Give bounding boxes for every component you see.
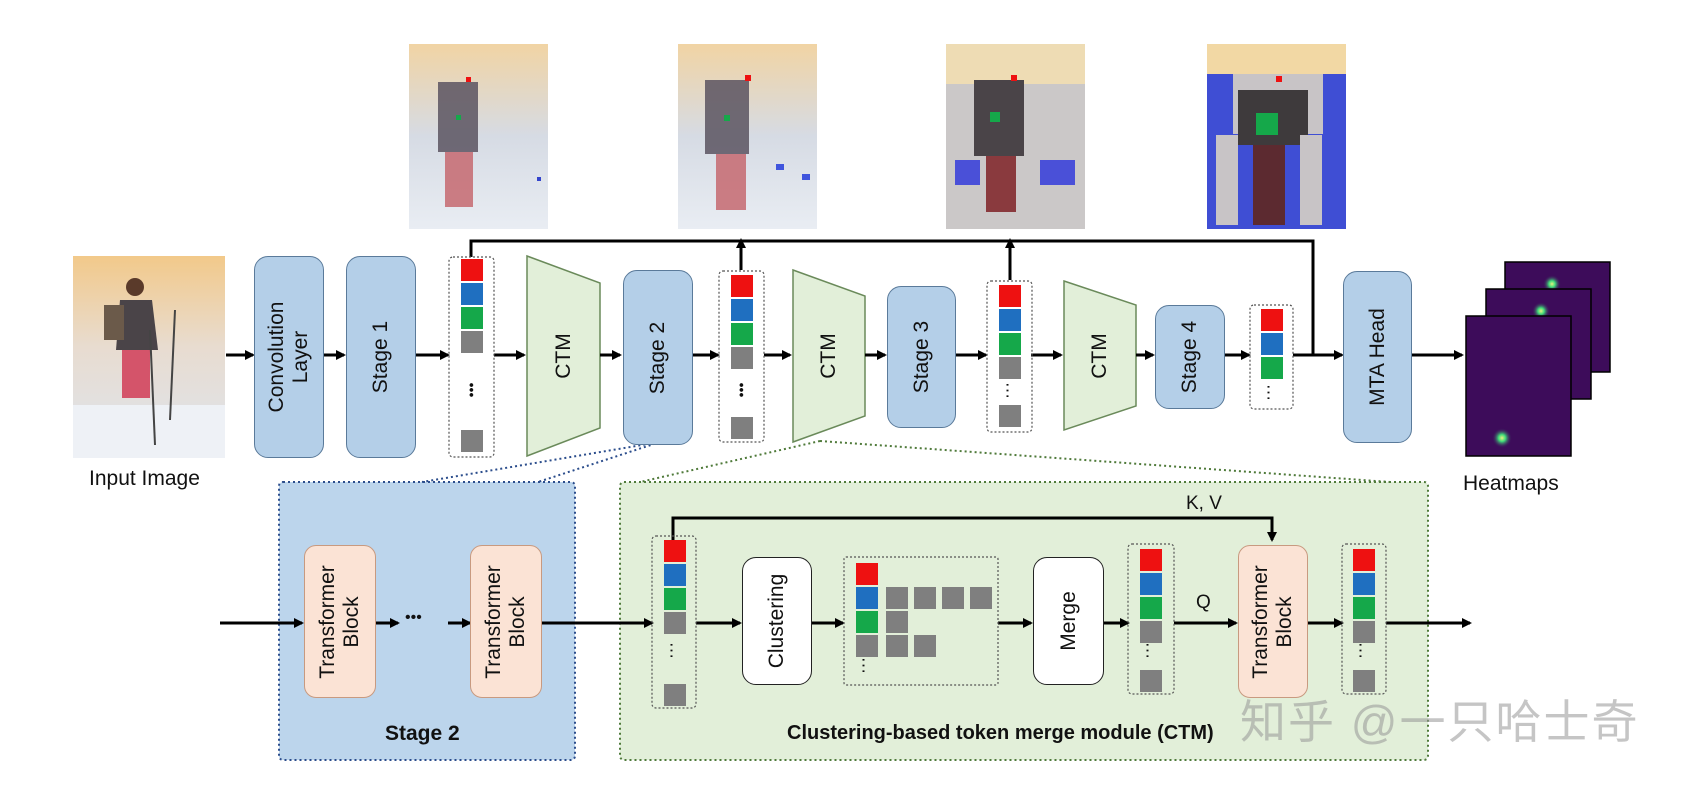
- tb3-line2: Block: [1273, 595, 1296, 648]
- tokens-b1-ellipsis: …: [666, 641, 687, 660]
- tb1-line1: Transformer: [316, 564, 339, 679]
- kv-connection: [671, 516, 1277, 542]
- grid-ellipsis: …: [858, 656, 879, 675]
- mta-head-box: MTA Head: [1343, 271, 1412, 443]
- conv-label-line1: Convolution: [265, 301, 288, 413]
- tokens-b3-ellipsis: …: [1355, 641, 1376, 660]
- stage1-label: Stage 1: [369, 320, 392, 394]
- ctm-trapezoid-2: [792, 268, 866, 444]
- clustering-box: Clustering: [742, 557, 812, 685]
- ctm-panel-title: Clustering-based token merge module (CTM…: [787, 722, 1214, 744]
- ctm3-label-wrap: CTM: [1064, 281, 1136, 430]
- token-viz-2: [678, 44, 817, 229]
- input-image: [73, 256, 225, 458]
- merge-label: Merge: [1056, 591, 1080, 651]
- stage2-panel-title: Stage 2: [385, 722, 460, 745]
- ctm-trapezoid-1: [526, 254, 601, 458]
- watermark: 知乎 @一只哈士奇: [1240, 696, 1640, 748]
- token-viz-1: [409, 44, 548, 229]
- ctm-trapezoid-3: [1063, 279, 1137, 432]
- stage4-box: Stage 4: [1155, 305, 1225, 409]
- ctm2-label: CTM: [817, 333, 840, 379]
- token-column-b2: [1127, 543, 1175, 695]
- token-column-1: [448, 256, 495, 458]
- merge-box: Merge: [1033, 557, 1104, 685]
- convolution-layer-box: Convolution Layer: [254, 256, 324, 458]
- heatmap-stack: [1465, 261, 1611, 457]
- clustering-label: Clustering: [765, 573, 788, 669]
- conv-label-line2: Layer: [289, 330, 312, 384]
- tb3-line1: Transformer: [1249, 564, 1272, 679]
- token-column-3: [986, 280, 1033, 433]
- token-column-2: [718, 270, 765, 443]
- tokens2-ellipsis: •••: [734, 382, 750, 398]
- transformer-block-1: Transformer Block: [304, 545, 376, 698]
- zoom-line-ctm-b: [819, 440, 1391, 483]
- tokens3-ellipsis: …: [1002, 381, 1023, 400]
- token-viz-4: [1207, 44, 1346, 229]
- mta-head-label: MTA Head: [1365, 308, 1389, 406]
- input-image-label: Input Image: [89, 467, 200, 490]
- ctm3-label: CTM: [1088, 332, 1111, 379]
- zoom-line-ctm-a: [639, 440, 821, 483]
- q-label: Q: [1196, 592, 1211, 613]
- token-column-b3: [1341, 543, 1387, 695]
- ctm1-label-wrap: CTM: [527, 256, 600, 456]
- stage2-box: Stage 2: [623, 270, 693, 445]
- stage2-label: Stage 2: [646, 321, 669, 394]
- kv-label: K, V: [1186, 493, 1222, 514]
- tb2-line1: Transformer: [482, 564, 505, 679]
- stage2-block-dots: •••: [405, 609, 422, 626]
- stage1-box: Stage 1: [346, 256, 416, 458]
- skip-connection: [469, 239, 1315, 355]
- token-column-4: [1249, 304, 1294, 410]
- token-column-b1: [651, 535, 697, 709]
- transformer-block-2: Transformer Block: [470, 545, 542, 698]
- tokens-b2-ellipsis: …: [1142, 641, 1163, 660]
- tokens1-ellipsis: •••: [464, 382, 480, 398]
- stage3-label: Stage 3: [909, 320, 933, 394]
- tb1-line2: Block: [340, 595, 363, 648]
- heatmaps-label: Heatmaps: [1463, 472, 1559, 495]
- transformer-block-3: Transformer Block: [1238, 545, 1308, 698]
- ctm1-label: CTM: [551, 333, 575, 379]
- tb2-line2: Block: [506, 595, 529, 648]
- stage4-label: Stage 4: [1178, 320, 1201, 394]
- tokens4-ellipsis: …: [1263, 383, 1284, 402]
- token-grid-clustered: [843, 556, 999, 686]
- token-viz-3: [946, 44, 1085, 229]
- zoom-line-stage2: [421, 441, 661, 483]
- stage3-box: Stage 3: [887, 286, 956, 428]
- zoom-line-stage2b: [537, 441, 661, 483]
- ctm2-label-wrap: CTM: [793, 270, 865, 442]
